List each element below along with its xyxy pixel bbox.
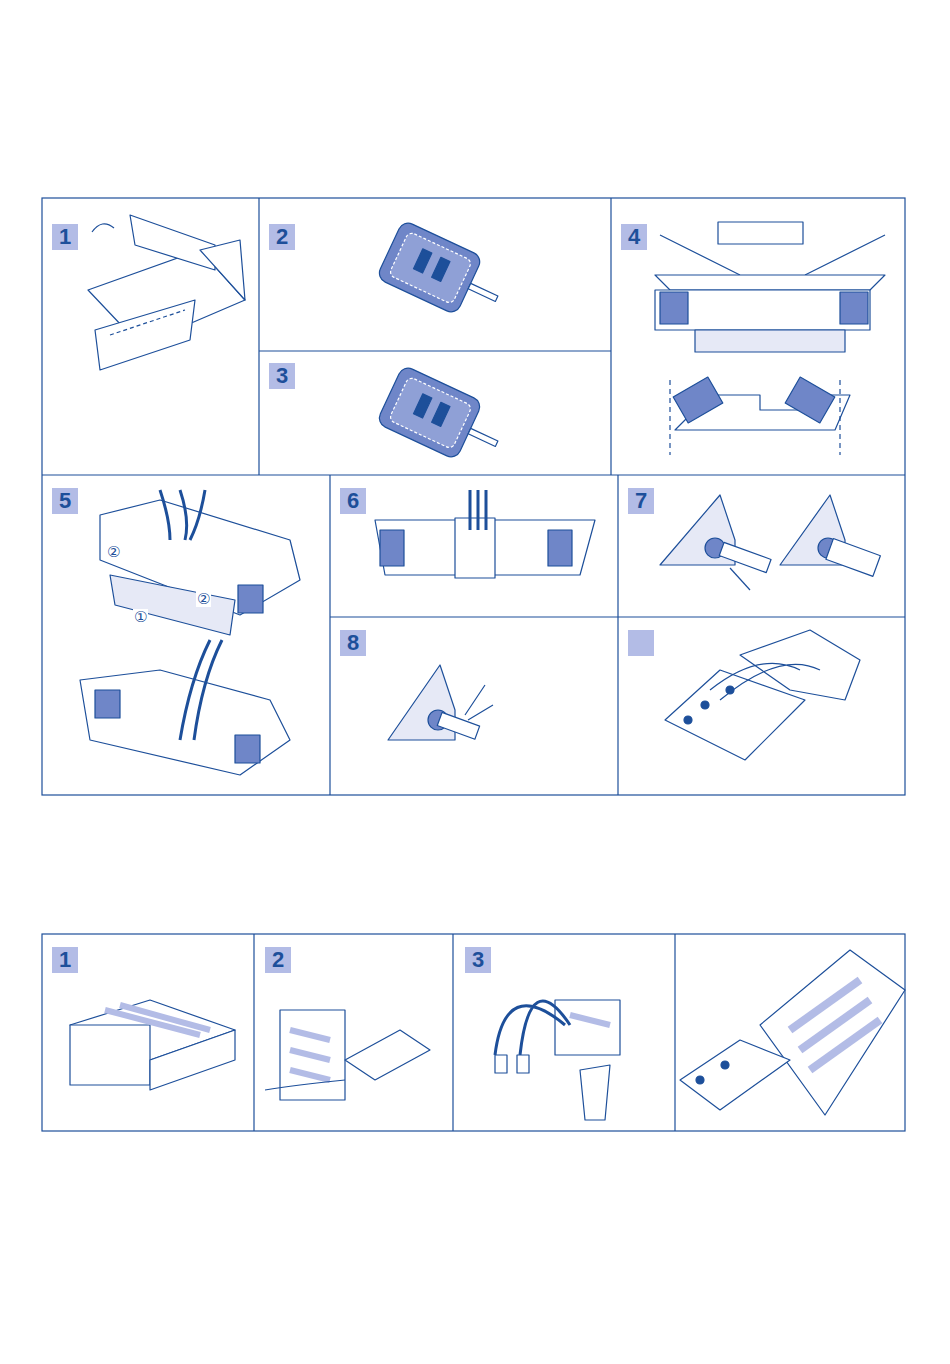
step-number: 3 [276, 363, 288, 388]
step-badge: 7 [628, 488, 654, 514]
step-number: 2 [276, 224, 288, 249]
step-number: 3 [472, 947, 484, 972]
step-number: 8 [347, 630, 359, 655]
step-number: 7 [635, 488, 647, 513]
step-number: 1 [59, 947, 71, 972]
step-badge: 5 [52, 488, 78, 514]
step-badge: 2 [265, 947, 291, 973]
step-badge: 3 [269, 363, 295, 389]
step-badge: 8 [340, 630, 366, 656]
step-badge: 2 [269, 224, 295, 250]
callout-number: ② [196, 591, 211, 607]
step-badge: 3 [465, 947, 491, 973]
callout-number: ② [106, 544, 121, 560]
step-number: 4 [628, 224, 640, 249]
step-number: 6 [347, 488, 359, 513]
step-badge: 1 [52, 224, 78, 250]
step-badge: 1 [52, 947, 78, 973]
step-badge: 4 [621, 224, 647, 250]
step-number: 1 [59, 224, 71, 249]
step-badge: 6 [340, 488, 366, 514]
step-number: 5 [59, 488, 71, 513]
callout-number: ① [133, 609, 148, 625]
step-number: 2 [272, 947, 284, 972]
